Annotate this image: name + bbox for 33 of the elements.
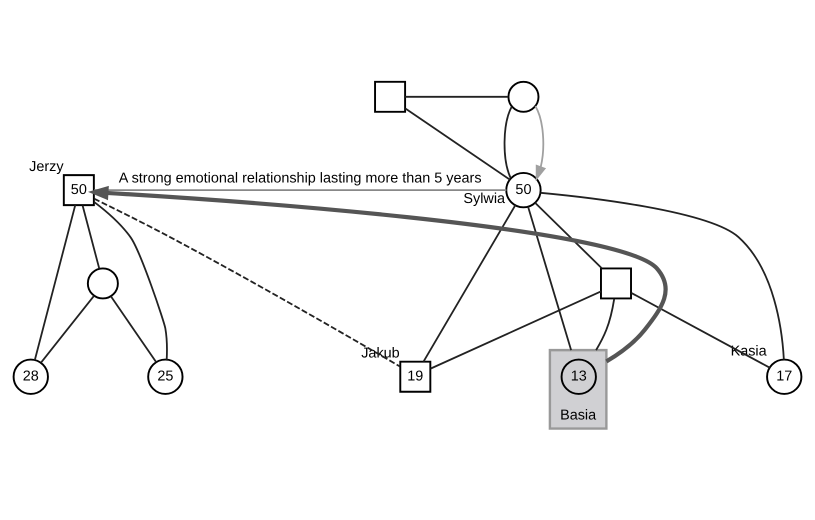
arrow — [534, 106, 546, 182]
node-box: 50 — [62, 174, 95, 206]
node-label: Jerzy — [29, 159, 64, 176]
connector — [430, 290, 602, 370]
node-circle — [507, 80, 540, 113]
connector — [405, 96, 508, 98]
node-circle: 13 — [560, 358, 597, 395]
connector — [534, 202, 602, 269]
arrow — [88, 186, 668, 364]
node-circle — [86, 267, 119, 300]
node-circle: 25 — [147, 358, 184, 395]
connector — [404, 108, 510, 180]
node-circle: 17 — [766, 358, 802, 395]
connector — [40, 295, 95, 364]
connector — [527, 206, 572, 350]
connector — [504, 106, 513, 178]
connector — [422, 204, 516, 362]
edge-label: A strong emotional relationship lasting more than 5 years — [118, 170, 482, 186]
connector — [82, 205, 100, 269]
connector — [94, 198, 400, 368]
connector — [540, 192, 785, 360]
node-label: Sylwia — [463, 191, 506, 208]
connector — [34, 204, 76, 360]
connector — [94, 201, 168, 360]
connector — [631, 292, 770, 368]
node-box — [374, 80, 406, 113]
connector — [94, 189, 506, 192]
connector — [110, 296, 157, 363]
node-box: 19 — [399, 360, 432, 393]
connector — [595, 298, 616, 351]
node-circle: 50 — [505, 172, 542, 208]
node-box — [600, 267, 632, 300]
node-circle: 28 — [12, 358, 49, 395]
